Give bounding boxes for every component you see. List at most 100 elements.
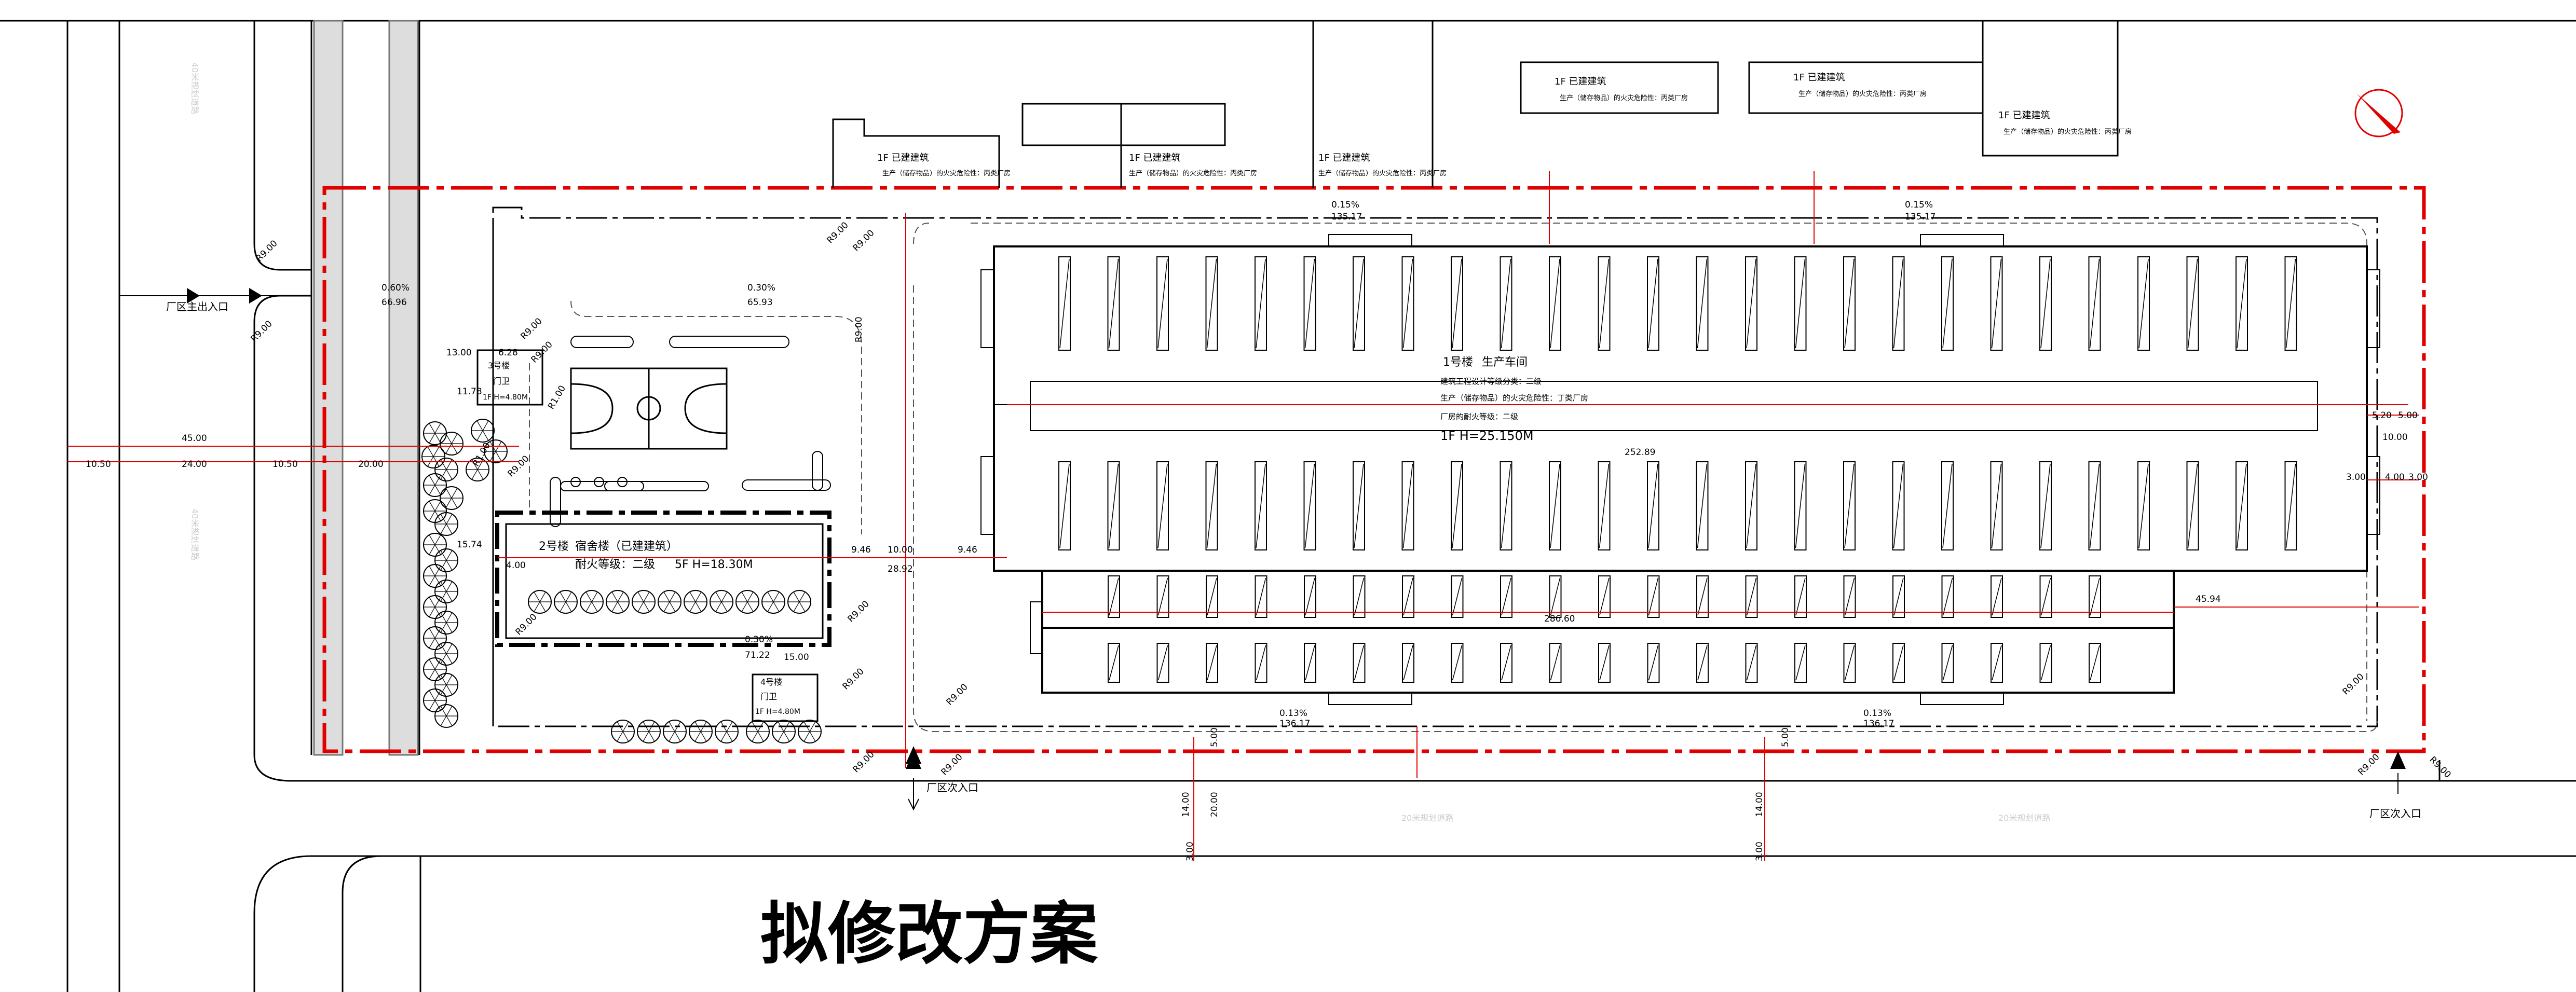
window-hatch — [1206, 463, 1217, 548]
window-hatch — [1599, 258, 1610, 349]
window-mark — [1205, 461, 1218, 550]
tree-branch — [695, 591, 702, 602]
window-mark — [1451, 643, 1464, 683]
window-mark — [1402, 575, 1414, 618]
window-mark — [1843, 575, 1856, 618]
secondary-entrance-label: 厂区次入口 — [2369, 807, 2421, 820]
tree-branch — [643, 601, 650, 612]
window-hatch — [2040, 577, 2051, 616]
window-mark — [2236, 256, 2248, 351]
tree-branch — [720, 731, 727, 742]
window-mark — [2284, 461, 2297, 550]
tree-branch — [446, 706, 453, 717]
dim-text: 65.93 — [747, 297, 773, 308]
window-mark — [1745, 256, 1757, 351]
dim-text: 286.60 — [1544, 614, 1575, 624]
dim-text: 252.89 — [1625, 447, 1655, 458]
main-entrance: 厂区主出入口 — [119, 288, 311, 313]
window-hatch — [2237, 463, 2247, 548]
tree-branch — [799, 601, 806, 612]
tree-branch — [434, 607, 441, 617]
tree-branch — [471, 469, 478, 480]
neighbor-note: 生产（储存物品）的火灾危险性：丙类厂房 — [1129, 169, 1257, 177]
tree-branch — [445, 433, 452, 444]
radius-text: R9.00 — [854, 316, 864, 342]
window-mark — [1451, 575, 1464, 618]
tree-branch — [643, 591, 650, 602]
window-mark — [1058, 256, 1071, 351]
window-hatch — [1157, 645, 1168, 681]
neighbor-note: 生产（储存物品）的火灾危险性：丙类厂房 — [1560, 94, 1688, 102]
window-hatch — [1501, 577, 1511, 616]
window-hatch — [2090, 645, 2100, 681]
basketball-court — [570, 367, 728, 450]
window-hatch — [2138, 258, 2149, 349]
tree-branch — [446, 550, 453, 561]
window-mark — [1156, 256, 1169, 351]
dormitory-building — [495, 511, 832, 647]
window-hatch — [1354, 577, 1365, 616]
dim-text: 0.60% — [381, 283, 410, 293]
window-mark — [1205, 256, 1218, 351]
neighbor-note: 生产（储存物品）的火灾危险性：丙类厂房 — [2003, 128, 2132, 136]
tree-branch — [429, 485, 435, 495]
dim-text: 14.00 — [1181, 792, 1191, 817]
tree-branch — [695, 601, 702, 612]
window-hatch — [2040, 463, 2051, 548]
tree-branch — [741, 601, 748, 612]
tree-branch — [482, 420, 489, 431]
window-hatch — [1648, 645, 1659, 681]
window-mark — [1156, 575, 1169, 618]
tree-branch — [539, 601, 546, 612]
entrance-arrow-icon — [249, 288, 262, 304]
window-mark — [2039, 575, 2052, 618]
window-hatch — [1305, 577, 1315, 616]
road-label-west-top: 40米规划道路 — [190, 62, 200, 114]
tree-branch — [767, 601, 774, 612]
tree-branch — [440, 715, 447, 726]
window-mark — [1451, 256, 1463, 351]
window-mark — [1941, 643, 1954, 683]
window-hatch — [2237, 258, 2247, 349]
tree-branch — [534, 601, 540, 612]
tree-branch — [637, 601, 644, 612]
window-hatch — [1697, 577, 1708, 616]
window-hatch — [1157, 258, 1168, 349]
window-hatch — [1599, 645, 1610, 681]
window-hatch — [1501, 258, 1511, 349]
tree-branch — [446, 612, 453, 623]
tree-branch — [741, 591, 748, 602]
landscape-trees — [421, 419, 822, 743]
neighbor-label: 1F 已建建筑 — [1793, 72, 1845, 83]
window-mark — [1156, 643, 1169, 683]
tree-branch — [429, 566, 435, 576]
road-label-west-mid: 40米规划道路 — [190, 508, 200, 560]
tree-branch — [477, 469, 484, 480]
dim-text: 135.17 — [1905, 212, 1936, 222]
tree-branch — [803, 731, 810, 742]
tree-branch — [434, 566, 441, 576]
tree-branch — [440, 591, 447, 602]
window-mark — [1206, 575, 1218, 618]
tree-branch — [429, 659, 435, 670]
tree-branch — [617, 721, 623, 732]
window-mark — [1991, 643, 2003, 683]
window-mark — [1353, 575, 1366, 618]
window-mark — [1598, 461, 1611, 550]
tree-branch — [429, 638, 435, 649]
window-mark — [1794, 643, 1807, 683]
window-mark — [1303, 256, 1316, 351]
neighbor-label: 1F 已建建筑 — [877, 153, 929, 163]
tree-branch — [591, 591, 598, 602]
window-mark — [2236, 461, 2248, 550]
tree-branch — [495, 451, 502, 462]
dim-text: 10.50 — [272, 459, 298, 470]
tree-branch — [446, 523, 453, 534]
tree-branch — [440, 550, 447, 561]
window-hatch — [1746, 645, 1757, 681]
main-entrance-label: 厂区主出入口 — [166, 300, 228, 313]
window-mark — [1108, 575, 1120, 618]
window-hatch — [1403, 577, 1413, 616]
guard3-name: 门卫 — [493, 376, 510, 386]
window-mark — [1549, 643, 1562, 683]
